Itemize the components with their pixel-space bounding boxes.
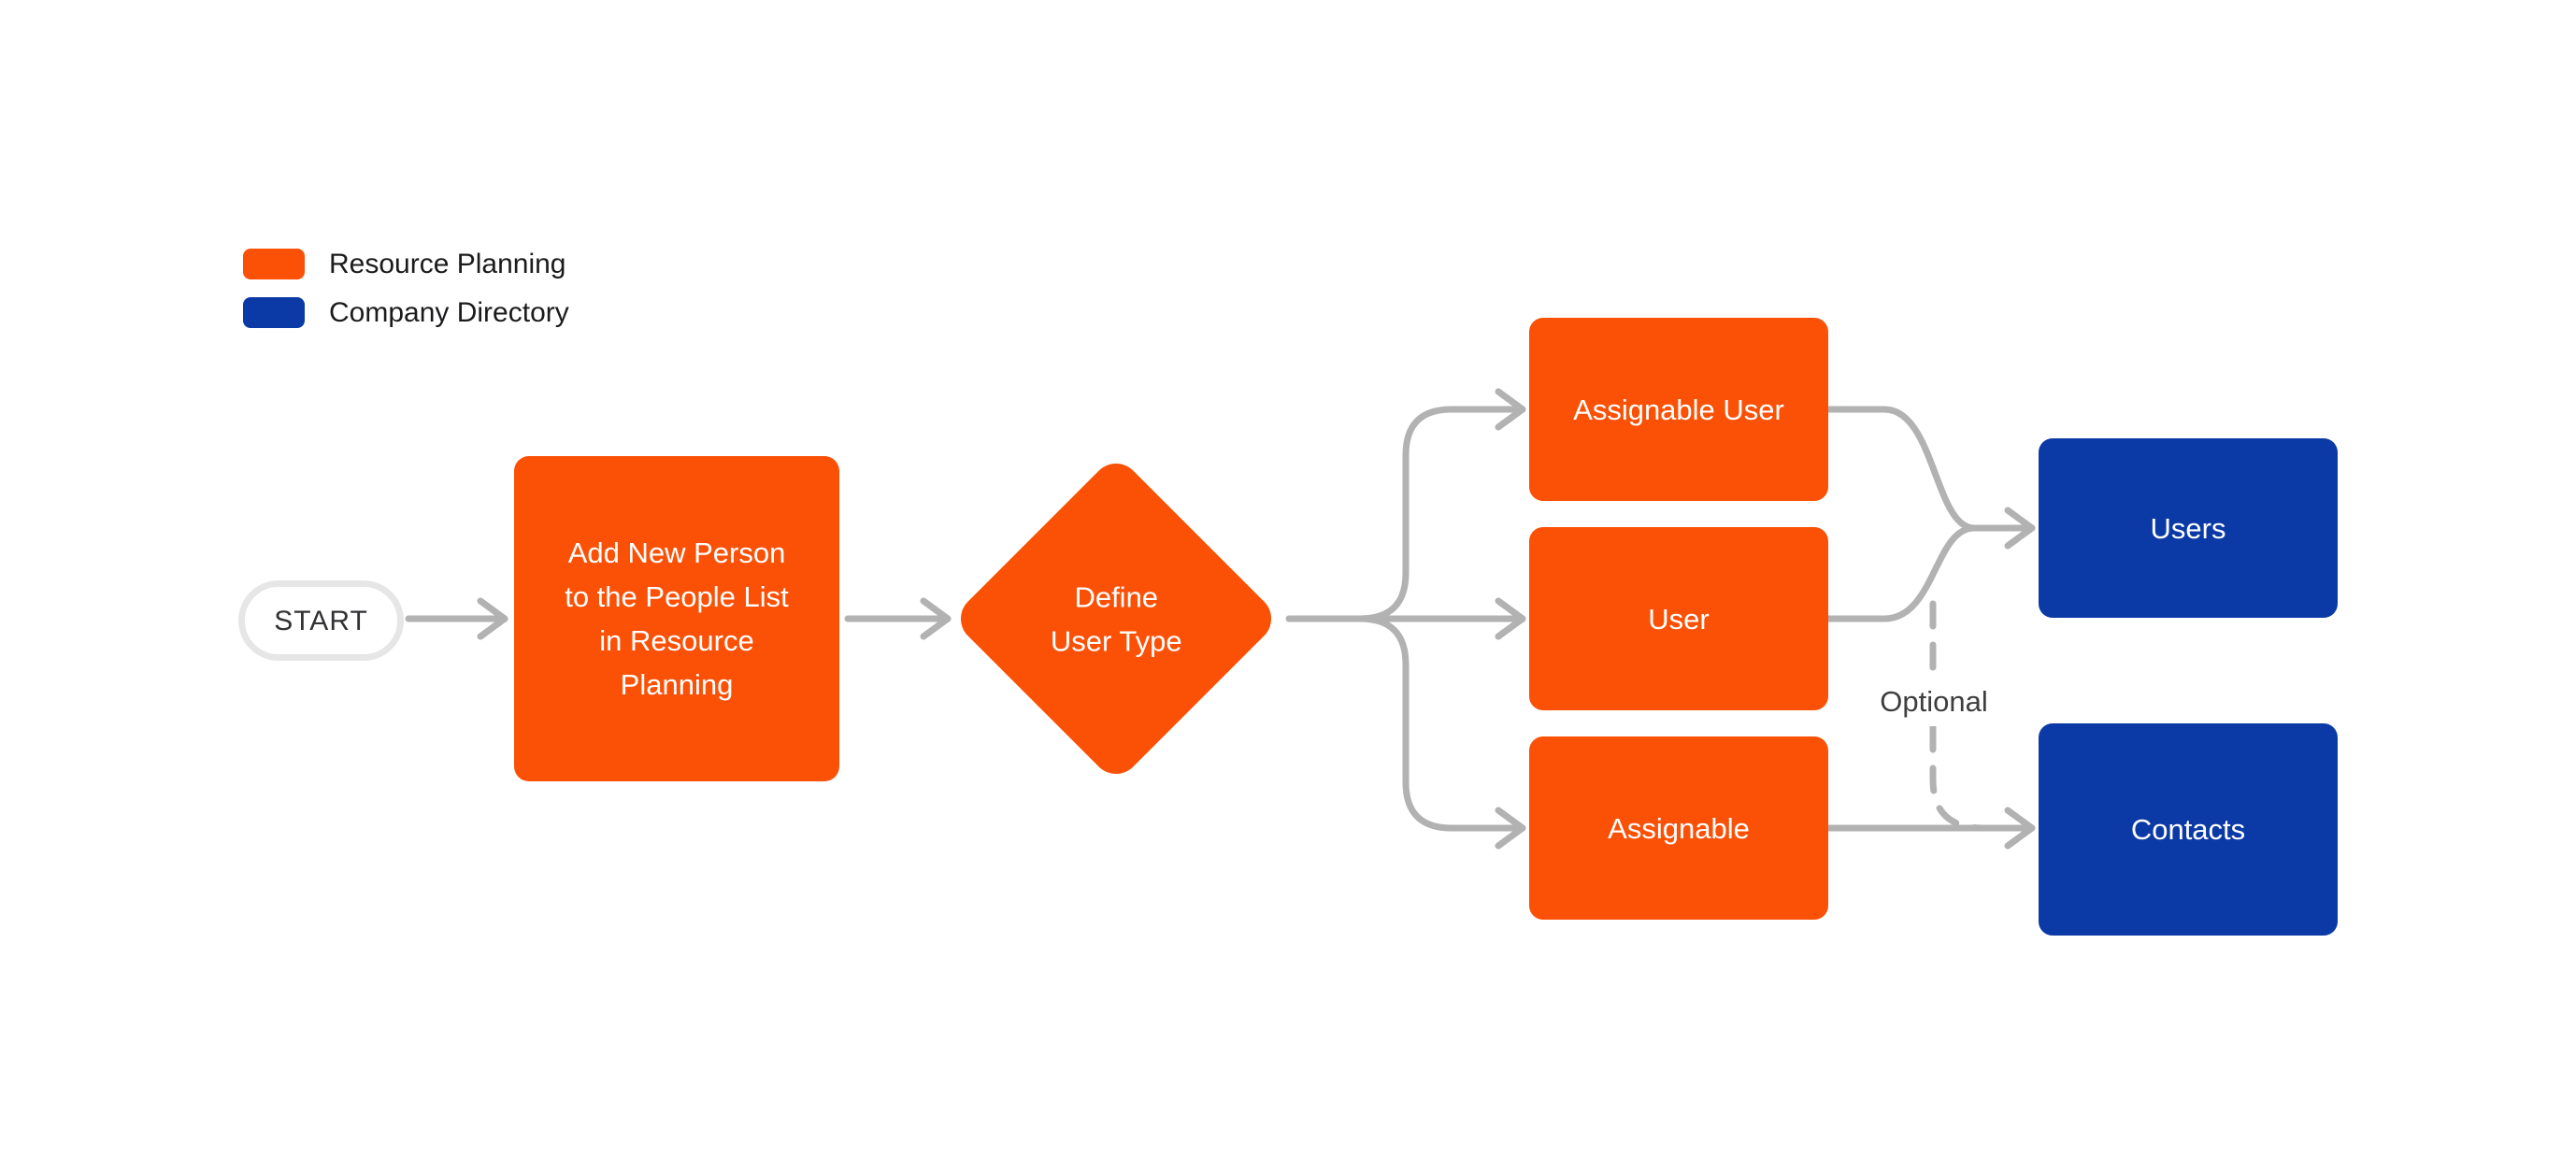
optional-label: Optional [1868,678,1999,726]
users-label: Users [2150,511,2226,545]
legend-swatch-resource-planning [243,249,305,279]
connector-user-to-merge [1825,524,1978,622]
node-users: Users [2039,438,2338,618]
connector-assignable-user-to-merge [1825,406,1978,532]
node-add-new-person: Add New Person to the People List in Res… [514,456,839,781]
assignable-label: Assignable [1608,811,1750,845]
legend: Resource Planning Company Directory [243,249,569,346]
node-contacts: Contacts [2039,723,2338,936]
define-user-type-label: Define User Type [1050,580,1182,657]
node-assignable-user: Assignable User [1529,318,1828,501]
legend-item: Resource Planning [243,249,569,279]
add-new-person-label: Add New Person to the People List in Res… [565,536,789,701]
legend-label: Company Directory [329,296,569,328]
legend-swatch-company-directory [243,297,305,328]
connector-decision-to-assignable-user [1356,388,1526,622]
legend-item: Company Directory [243,297,569,328]
assignable-user-label: Assignable User [1573,393,1784,426]
connector-optional-user-to-contacts [1929,600,1987,832]
start-label: START [274,605,368,636]
contacts-label: Contacts [2130,813,2246,846]
legend-label: Resource Planning [329,248,566,279]
user-label: User [1648,602,1710,636]
node-user: User [1529,527,1828,710]
connector-decision-to-assignable [1356,615,1526,850]
node-assignable: Assignable [1529,736,1828,920]
node-start: START [238,580,404,661]
